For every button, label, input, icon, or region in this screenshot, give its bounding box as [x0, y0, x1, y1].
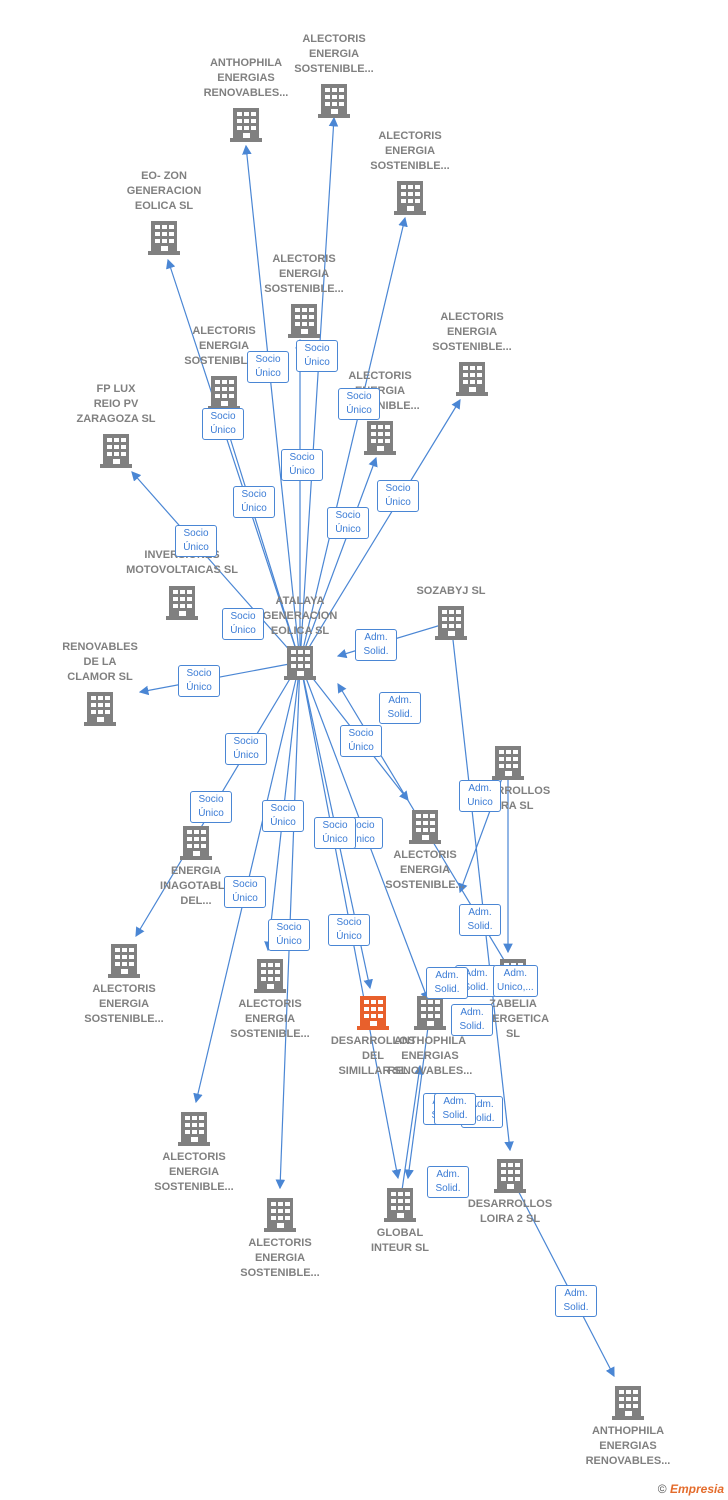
node-label-alectoris_7[interactable]: ALECTORIS ENERGIA SOSTENIBLE...	[385, 849, 465, 891]
building-icon[interactable]	[108, 944, 140, 978]
edge-5	[219, 410, 301, 663]
node-label-alectoris_11[interactable]: ALECTORIS ENERGIA SOSTENIBLE...	[240, 1237, 320, 1279]
node-label-alectoris_5[interactable]: ALECTORIS ENERGIA SOSTENIBLE...	[432, 311, 512, 353]
building-icon[interactable]	[435, 606, 467, 640]
edge-25	[509, 1174, 615, 1378]
building-icon[interactable]	[494, 1159, 526, 1193]
building-icon[interactable]	[364, 421, 396, 455]
building-icon[interactable]	[318, 84, 350, 118]
relation-label-socio-unico[interactable]: Socio Único	[178, 665, 220, 697]
building-icon[interactable]	[178, 1112, 210, 1146]
relation-label-socio-unico[interactable]: Socio Único	[377, 480, 419, 512]
node-label-anthophila_top[interactable]: ANTHOPHILA ENERGIAS RENOVABLES...	[203, 57, 289, 99]
relation-label-socio-unico[interactable]: Socio Único	[225, 733, 267, 765]
relation-label-adm-solid[interactable]: Adm. Solid.	[426, 967, 468, 999]
edge-8	[131, 471, 301, 663]
building-icon[interactable]	[148, 221, 180, 255]
node-label-global_inteur[interactable]: GLOBAL INTEUR SL	[370, 1227, 430, 1254]
building-icon[interactable]	[254, 959, 286, 993]
building-icon[interactable]	[409, 810, 441, 844]
building-icon[interactable]	[208, 376, 240, 410]
building-icon[interactable]	[357, 996, 389, 1030]
building-icon[interactable]	[166, 586, 198, 620]
node-label-sozabyj[interactable]: SOZABYJ SL	[416, 585, 486, 597]
edge-6	[299, 398, 461, 663]
node-label-anthophila_bottom[interactable]: ANTHOPHILA ENERGIAS RENOVABLES...	[585, 1425, 671, 1467]
relation-label-socio-unico[interactable]: Socio Único	[247, 351, 289, 383]
edge-9	[138, 661, 301, 696]
node-label-fplux[interactable]: FP LUX REIO PV ZARAGOZA SL	[76, 383, 156, 425]
relation-label-socio-unico[interactable]: Socio Único	[314, 817, 356, 849]
building-icon[interactable]	[384, 1188, 416, 1222]
node-label-alectoris_4[interactable]: ALECTORIS ENERGIA SOSTENIBLE...	[184, 325, 264, 367]
relation-label-socio-unico[interactable]: Socio Único	[328, 914, 370, 946]
building-icon[interactable]	[612, 1386, 644, 1420]
relation-label-socio-unico[interactable]: Socio Único	[281, 449, 323, 481]
node-label-alectoris_8[interactable]: ALECTORIS ENERGIA SOSTENIBLE...	[84, 983, 164, 1025]
node-label-desarrollos_loira2[interactable]: DESARROLLOS LOIRA 2 SL	[467, 1198, 553, 1225]
edge-24	[399, 1064, 424, 1205]
relation-label-socio-unico[interactable]: Socio Único	[224, 876, 266, 908]
relation-label-socio-unico[interactable]: Socio Único	[222, 608, 264, 640]
relation-label-adm-unico[interactable]: Adm. Unico	[459, 780, 501, 812]
building-icon[interactable]	[456, 362, 488, 396]
edge-2	[299, 216, 408, 663]
relation-label-adm-solid[interactable]: Adm. Solid.	[427, 1166, 469, 1198]
edge-0	[299, 116, 339, 663]
edge-19	[450, 621, 514, 1152]
relation-label-adm-solid[interactable]: Adm. Solid.	[451, 1004, 493, 1036]
node-label-renovables_clamor[interactable]: RENOVABLES DE LA CLAMOR SL	[62, 641, 138, 683]
relation-label-adm-solid[interactable]: Adm. Solid.	[434, 1093, 476, 1125]
building-icon[interactable]	[394, 181, 426, 215]
footer-brand: © Empresia	[658, 1482, 724, 1496]
relation-label-socio-unico[interactable]: Socio Único	[268, 919, 310, 951]
building-icon[interactable]	[84, 692, 116, 726]
node-label-alectoris_3[interactable]: ALECTORIS ENERGIA SOSTENIBLE...	[264, 253, 344, 295]
node-label-energia_inagotable[interactable]: ENERGIA INAGOTABLE DEL...	[160, 865, 232, 907]
edge-23	[404, 1011, 431, 1180]
relation-label-adm-solid[interactable]: Adm. Solid.	[379, 692, 421, 724]
node-label-alectoris_10[interactable]: ALECTORIS ENERGIA SOSTENIBLE...	[154, 1151, 234, 1193]
relation-label-socio-unico[interactable]: Socio Único	[338, 388, 380, 420]
node-label-atalaya[interactable]: ATALAYA GENERACION EOLICA SL	[262, 595, 338, 637]
relation-label-adm-solid[interactable]: Adm. Solid.	[355, 629, 397, 661]
relation-label-socio-unico[interactable]: Socio Único	[190, 791, 232, 823]
copyright-icon: ©	[657, 1482, 667, 1496]
node-label-alectoris_6[interactable]: ALECTORIS ENERGIA SOSTENIBLE...	[340, 370, 420, 412]
node-label-alectoris_2[interactable]: ALECTORIS ENERGIA SOSTENIBLE...	[370, 130, 450, 172]
brand-name: Empresia	[669, 1482, 724, 1496]
building-icon[interactable]	[100, 434, 132, 468]
relation-label-socio-unico[interactable]: Socio Único	[262, 800, 304, 832]
node-label-eozon[interactable]: EO- ZON GENERACION EOLICA SL	[126, 170, 202, 212]
relation-label-socio-unico[interactable]: Socio Único	[327, 507, 369, 539]
building-icon[interactable]	[180, 826, 212, 860]
node-label-alectoris_top[interactable]: ALECTORIS ENERGIA SOSTENIBLE...	[294, 33, 374, 75]
relation-label-socio-unico[interactable]: Socio Único	[175, 525, 217, 557]
node-label-desarrollos_simillar[interactable]: DESARROLLOS DEL SIMILLAR SL	[330, 1035, 416, 1077]
edge-1	[242, 144, 301, 663]
node-label-anthophila_mid[interactable]: ANTHOPHILA ENERGIAS RENOVABLES...	[387, 1035, 473, 1077]
building-icon[interactable]	[230, 108, 262, 142]
node-label-alectoris_9[interactable]: ALECTORIS ENERGIA SOSTENIBLE...	[230, 998, 310, 1040]
edge-7	[299, 456, 378, 663]
relation-label-socio-unico[interactable]: Socio Único	[340, 725, 382, 757]
building-icon[interactable]	[264, 1198, 296, 1232]
relation-label-adm-solid[interactable]: Adm. Solid.	[555, 1285, 597, 1317]
building-icon[interactable]	[284, 646, 316, 680]
relation-label-adm-solid[interactable]: Adm. Solid.	[459, 904, 501, 936]
relation-label-socio-unico[interactable]: Socio Único	[233, 486, 275, 518]
building-icon[interactable]	[414, 996, 446, 1030]
node-label-zabelia[interactable]: ZABELIA ENERGETICA SL	[476, 998, 550, 1040]
edge-3	[166, 258, 301, 663]
relation-label-adm-unico-trunc[interactable]: Adm. Unico,...	[493, 965, 538, 997]
relation-label-socio-unico[interactable]: Socio Único	[202, 408, 244, 440]
building-icon[interactable]	[492, 746, 524, 780]
relation-label-socio-unico[interactable]: Socio Único	[296, 340, 338, 372]
